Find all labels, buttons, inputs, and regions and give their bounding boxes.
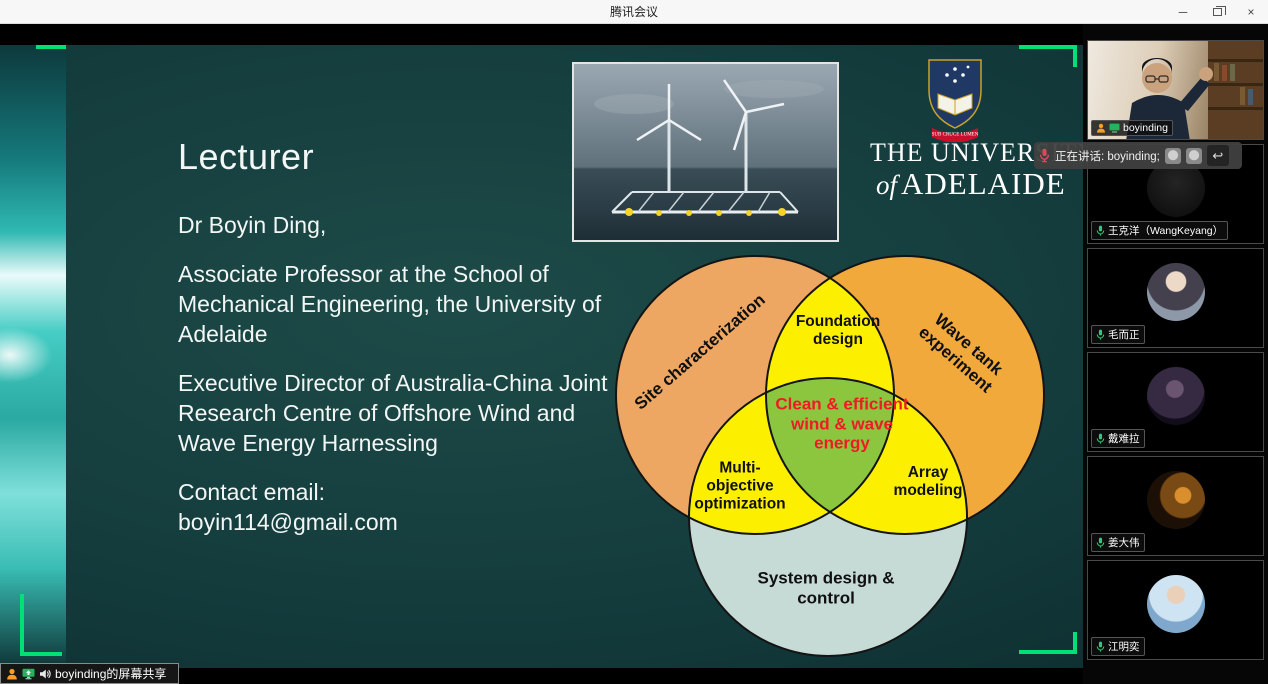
reply-arrow-button[interactable]: ↩ (1206, 145, 1229, 166)
avatar (1146, 367, 1205, 426)
lecturer-name: Dr Boyin Ding, (178, 212, 327, 238)
university-crest-icon: SUB CRUCE LUMEN (928, 59, 982, 142)
svg-text:SUB CRUCE LUMEN: SUB CRUCE LUMEN (932, 133, 979, 138)
participant-name-badge: boyinding (1091, 120, 1173, 136)
speaking-toast: 正在讲话: boyinding; ↩ (1034, 142, 1242, 169)
participant-name-badge: 王克洋（WangKeyang） (1091, 221, 1229, 240)
microphone-icon (1096, 641, 1105, 653)
slide-heading: Lecturer (178, 136, 315, 177)
participant-name: boyinding (1123, 122, 1168, 134)
sharing-indicator-icon (1109, 123, 1120, 133)
participant-tile-maoerzheng[interactable]: 毛而正 (1087, 248, 1264, 348)
venn-label-foundation-design: Foundation design (795, 313, 881, 348)
university-name-of: of (876, 170, 898, 200)
restore-button[interactable] (1200, 0, 1234, 24)
screen-share-icon (22, 668, 35, 680)
corner-bracket-bottom-left-v (20, 594, 24, 656)
restore-icon (1212, 6, 1226, 16)
university-of-adelaide-logo: SUB CRUCE LUMEN THE UNIVERSITY of ADELAI… (868, 58, 1083, 238)
venn-label-system-design-control: System design & control (757, 568, 895, 607)
avatar (1146, 575, 1205, 634)
contact-email: boyin114@gmail.com (178, 509, 398, 535)
lecturer-text-block: Lecturer Dr Boyin Ding, Associate Profes… (178, 136, 608, 556)
minimize-button[interactable]: ─ (1178, 5, 1188, 19)
offshore-turbine-photo (572, 62, 839, 242)
participant-name: 王克洋（WangKeyang） (1108, 225, 1224, 237)
window-controls: ─ × (1166, 0, 1268, 24)
screen-share-label: boyinding的屏幕共享 (55, 667, 167, 681)
turbine-illustration (574, 64, 837, 240)
participant-name-badge: 江明奕 (1091, 637, 1145, 656)
reaction-icon-2[interactable] (1185, 147, 1202, 164)
speaking-toast-text: 正在讲话: boyinding; (1055, 150, 1160, 163)
screen-share-banner: boyinding的屏幕共享 (0, 663, 179, 684)
corner-bracket-bottom-left-h (20, 652, 62, 656)
participant-name-badge: 毛而正 (1091, 325, 1145, 344)
university-name: ADELAIDE (901, 166, 1066, 201)
lecturer-directorship: Executive Director of Australia-China Jo… (178, 370, 608, 456)
participant-name: 江明奕 (1108, 641, 1140, 653)
microphone-icon (1096, 537, 1105, 549)
participant-tile-boyinding[interactable]: boyinding (1087, 40, 1264, 140)
corner-bracket-top-right-v (1073, 45, 1077, 67)
corner-bracket-top-right-h (1019, 45, 1077, 49)
participant-name-badge: 戴难拉 (1091, 429, 1145, 448)
participant-name: 姜大伟 (1108, 537, 1140, 549)
corner-bracket-bottom-right-v (1073, 632, 1077, 654)
participants-sidebar: boyinding 王克洋（WangKeyang） (1083, 24, 1268, 684)
lecturer-role: Associate Professor at the School of Mec… (178, 261, 602, 347)
reaction-icon-1[interactable] (1164, 147, 1181, 164)
university-name-line2: of ADELAIDE (876, 166, 1066, 202)
participant-name: 毛而正 (1108, 329, 1140, 341)
speaker-icon (39, 668, 51, 680)
microphone-icon (1096, 225, 1105, 237)
participant-tile-dainanla[interactable]: 戴难拉 (1087, 352, 1264, 452)
window-title: 腾讯会议 (609, 5, 658, 19)
person-icon (6, 668, 18, 680)
host-person-icon (1096, 123, 1106, 133)
venn-label-array-modeling: Array modeling (893, 464, 963, 499)
participant-name-badge: 姜大伟 (1091, 533, 1145, 552)
speaking-mic-icon (1039, 148, 1050, 163)
contact-label: Contact email: (178, 479, 326, 505)
avatar (1146, 263, 1205, 322)
participant-name: 戴难拉 (1108, 433, 1140, 445)
microphone-icon (1096, 433, 1105, 445)
participant-tile-jiangmingyi[interactable]: 江明奕 (1087, 560, 1264, 660)
close-button[interactable]: × (1247, 5, 1255, 19)
venn-diagram (615, 255, 1045, 657)
contact-block: Contact email: boyin114@gmail.com (178, 477, 608, 537)
corner-bracket-top-left (36, 45, 66, 49)
meeting-content: Lecturer Dr Boyin Ding, Associate Profes… (0, 24, 1268, 684)
ocean-wave-image (0, 45, 66, 668)
participant-tile-jiangdawei[interactable]: 姜大伟 (1087, 456, 1264, 556)
microphone-icon (1096, 329, 1105, 341)
shared-screen-slide: Lecturer Dr Boyin Ding, Associate Profes… (0, 45, 1083, 668)
corner-bracket-bottom-right-h (1019, 650, 1077, 654)
titlebar: 腾讯会议 ─ × (0, 0, 1268, 24)
avatar (1146, 471, 1205, 530)
venn-label-clean-efficient-energy: Clean & efficient wind & wave energy (775, 394, 909, 453)
venn-label-multi-objective-optimization: Multi- objective optimization (694, 459, 786, 512)
